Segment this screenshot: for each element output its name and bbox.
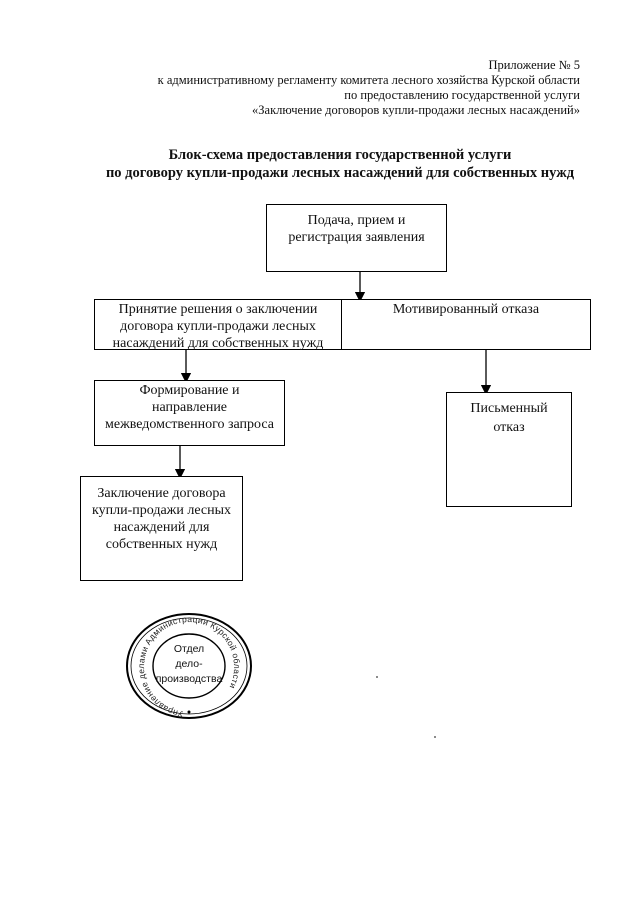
box-interagency-request: Формирование и направление межведомствен… bbox=[94, 380, 285, 446]
box-decision: Принятие решения о заключении договора к… bbox=[94, 299, 342, 351]
box-refusal: Мотивированный отказа bbox=[341, 299, 591, 350]
box-written-refusal-line: отказ bbox=[493, 420, 525, 435]
appendix-service: по предоставлению государственной услуги bbox=[344, 88, 580, 102]
box-contract-line: купли-продажи лесных bbox=[92, 503, 231, 518]
box-submission-line: Подача, прием и bbox=[307, 213, 406, 228]
box-contract-line: собственных нужд bbox=[105, 537, 218, 552]
appendix-service-name: «Заключение договоров купли-продажи лесн… bbox=[252, 103, 580, 117]
box-refusal-line: Мотивированный отказа bbox=[392, 302, 540, 317]
box-request-line: межведомственного запроса bbox=[105, 417, 274, 432]
stamp-center-line1: Отдел bbox=[174, 643, 204, 655]
stamp-center-line3: производства bbox=[156, 673, 223, 685]
scan-speck bbox=[434, 736, 436, 738]
appendix-number: Приложение № 5 bbox=[488, 58, 580, 72]
box-written-refusal-line: Письменный bbox=[470, 401, 548, 416]
appendix-regulation: к административному регламенту комитета … bbox=[157, 73, 580, 87]
diagram-title-line2: по договору купли-продажи лесных насажде… bbox=[105, 165, 575, 181]
box-submission: Подача, прием и регистрация заявления bbox=[266, 204, 447, 272]
box-submission-line: регистрация заявления bbox=[288, 230, 425, 245]
box-written-refusal: Письменный отказ bbox=[446, 392, 572, 507]
diagram-title: Блок-схема предоставления государственно… bbox=[60, 146, 620, 182]
box-contract-line: насаждений для bbox=[113, 520, 210, 535]
box-request-line: направление bbox=[151, 400, 228, 415]
box-contract-line: Заключение договора bbox=[97, 486, 226, 501]
office-stamp: Управление делами Администрации Курской … bbox=[126, 613, 252, 720]
appendix-header: Приложение № 5 к административному регла… bbox=[158, 58, 580, 118]
box-decision-line: договора купли-продажи лесных bbox=[120, 319, 316, 334]
box-decision-line: Принятие решения о заключении bbox=[118, 302, 318, 317]
stamp-center-line2: дело- bbox=[175, 658, 203, 670]
box-decision-line: насаждений для собственных нужд bbox=[112, 336, 324, 351]
box-request-line: Формирование и bbox=[139, 383, 240, 398]
scan-speck bbox=[376, 676, 378, 678]
diagram-title-line1: Блок-схема предоставления государственно… bbox=[168, 147, 512, 163]
box-contract: Заключение договора купли-продажи лесных… bbox=[80, 476, 243, 581]
